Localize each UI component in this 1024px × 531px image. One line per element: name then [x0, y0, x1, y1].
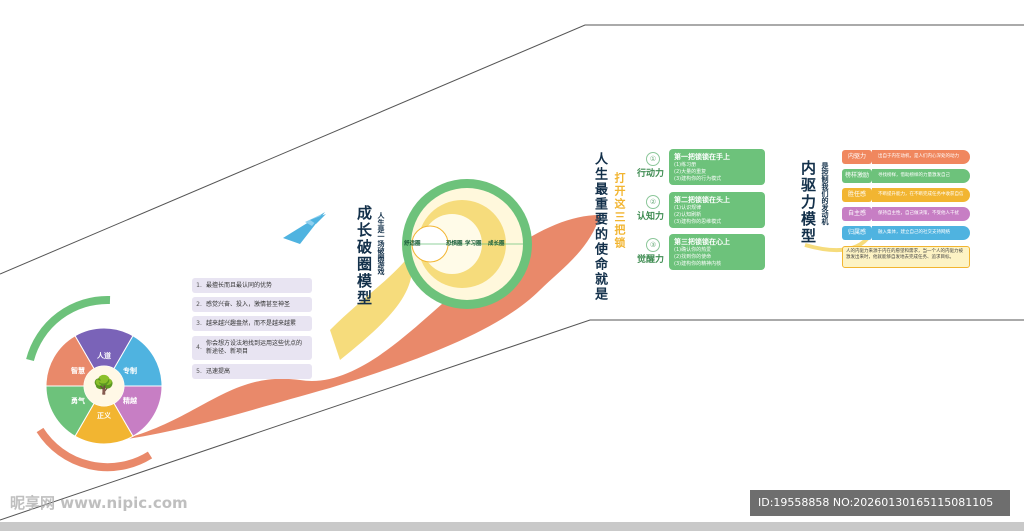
- wheel-center: [84, 366, 124, 406]
- step-label: 行动力: [637, 169, 665, 179]
- watermark-site: 昵享网 www.nipic.com: [10, 494, 188, 512]
- growth-title: 成长破圈模型: [355, 205, 373, 307]
- strength-wheel: [45, 327, 163, 445]
- yellow-ribbon: [330, 255, 412, 360]
- wheel-segment-label: 专制: [122, 367, 137, 375]
- drive-bar: 寻找榜样，借助榜样的力量激发自己: [872, 169, 970, 183]
- wheel-segment-label: 智慧: [71, 367, 86, 375]
- drive-bar: 不断提升能力，在不断完成任务中收获自信: [872, 188, 970, 202]
- ring-label-comfort: 舒适圈: [404, 241, 421, 247]
- list-item: 5.迅速提高: [192, 364, 312, 379]
- list-item: 2.感觉兴奋、投入，激情甚至神圣: [192, 297, 312, 312]
- step-label: 认知力: [637, 212, 665, 222]
- drive-note: 人的内驱力来源于内在的愿望和需求，当一个人的内驱力被激发出来时，他就能够自发地去…: [842, 246, 970, 268]
- orange-arc: [36, 427, 153, 472]
- list-item: 1.最擅长而且最认同的优势: [192, 278, 312, 293]
- step-label: 觉醒力: [637, 255, 665, 265]
- green-arc: [26, 295, 111, 362]
- mission-title: 人生最重要的使命就是: [592, 152, 607, 302]
- drive-tag: 归属感: [842, 226, 872, 240]
- ring-label-fear: 恐惧圈: [446, 241, 463, 247]
- watermark-box: [750, 490, 1010, 516]
- list-item: 4.你会想方设法地找到运用这些优点的新途径、新项目: [192, 336, 312, 360]
- growth-subtitle: 人生是一场破圈游戏: [377, 212, 385, 275]
- tree-icon: 🌳: [92, 375, 116, 396]
- watermark-id: ID:19558858 NO:20260130165115081105: [758, 496, 994, 509]
- drive-tag: 胜任感: [842, 188, 872, 202]
- list-item: 3.越来越兴趣盎然，而不是越来越累: [192, 316, 312, 331]
- ring-label-growth: 成长圈: [488, 241, 505, 247]
- ring-label-learning: 学习圈: [465, 241, 482, 247]
- floor-strip: [0, 522, 1024, 531]
- drive-tag: 内驱力: [842, 150, 872, 164]
- step-number: ①: [646, 152, 660, 166]
- step-card: 第三把锁锁在心上 (1)确认你的热爱(2)找到你的使命(3)建构你的精神内核: [669, 234, 765, 270]
- drive-title: 内驱力模型: [799, 160, 817, 245]
- wall-top-line: [0, 24, 1024, 275]
- wall-bottom-line: [0, 319, 1024, 521]
- step-card: 第二把锁锁在头上 (1)认识规律(2)认知刷新(3)建构你的思维模式: [669, 192, 765, 228]
- step-card: 第一把锁锁在手上 (1)练习册(2)大量的重复(3)建构你的行为模式: [669, 149, 765, 185]
- orange-ribbon: [120, 215, 600, 440]
- wheel-segment-label: 正义: [97, 412, 111, 420]
- wheel-segment-label: 精越: [122, 397, 137, 405]
- wheel-segment-label: 人道: [97, 352, 111, 360]
- step-number: ③: [646, 238, 660, 252]
- mission-highlight: 打开这三把锁: [613, 172, 626, 250]
- drive-bar: 出自于内在动机，是人们内心深处的动力: [872, 150, 970, 164]
- drive-bar: 保持自主性，自己做决策，不受他人干扰: [872, 207, 970, 221]
- drive-bar: 融入集体，建立自己的社交支持网络: [872, 226, 970, 240]
- drive-tag: 自主感: [842, 207, 872, 221]
- wheel-segment-label: 勇气: [71, 397, 86, 405]
- drive-tag: 榜样激励: [842, 169, 872, 183]
- paper-plane-small-icon: [310, 214, 326, 224]
- step-number: ②: [646, 195, 660, 209]
- drive-subtitle: 是控制我们的发动机: [821, 162, 829, 225]
